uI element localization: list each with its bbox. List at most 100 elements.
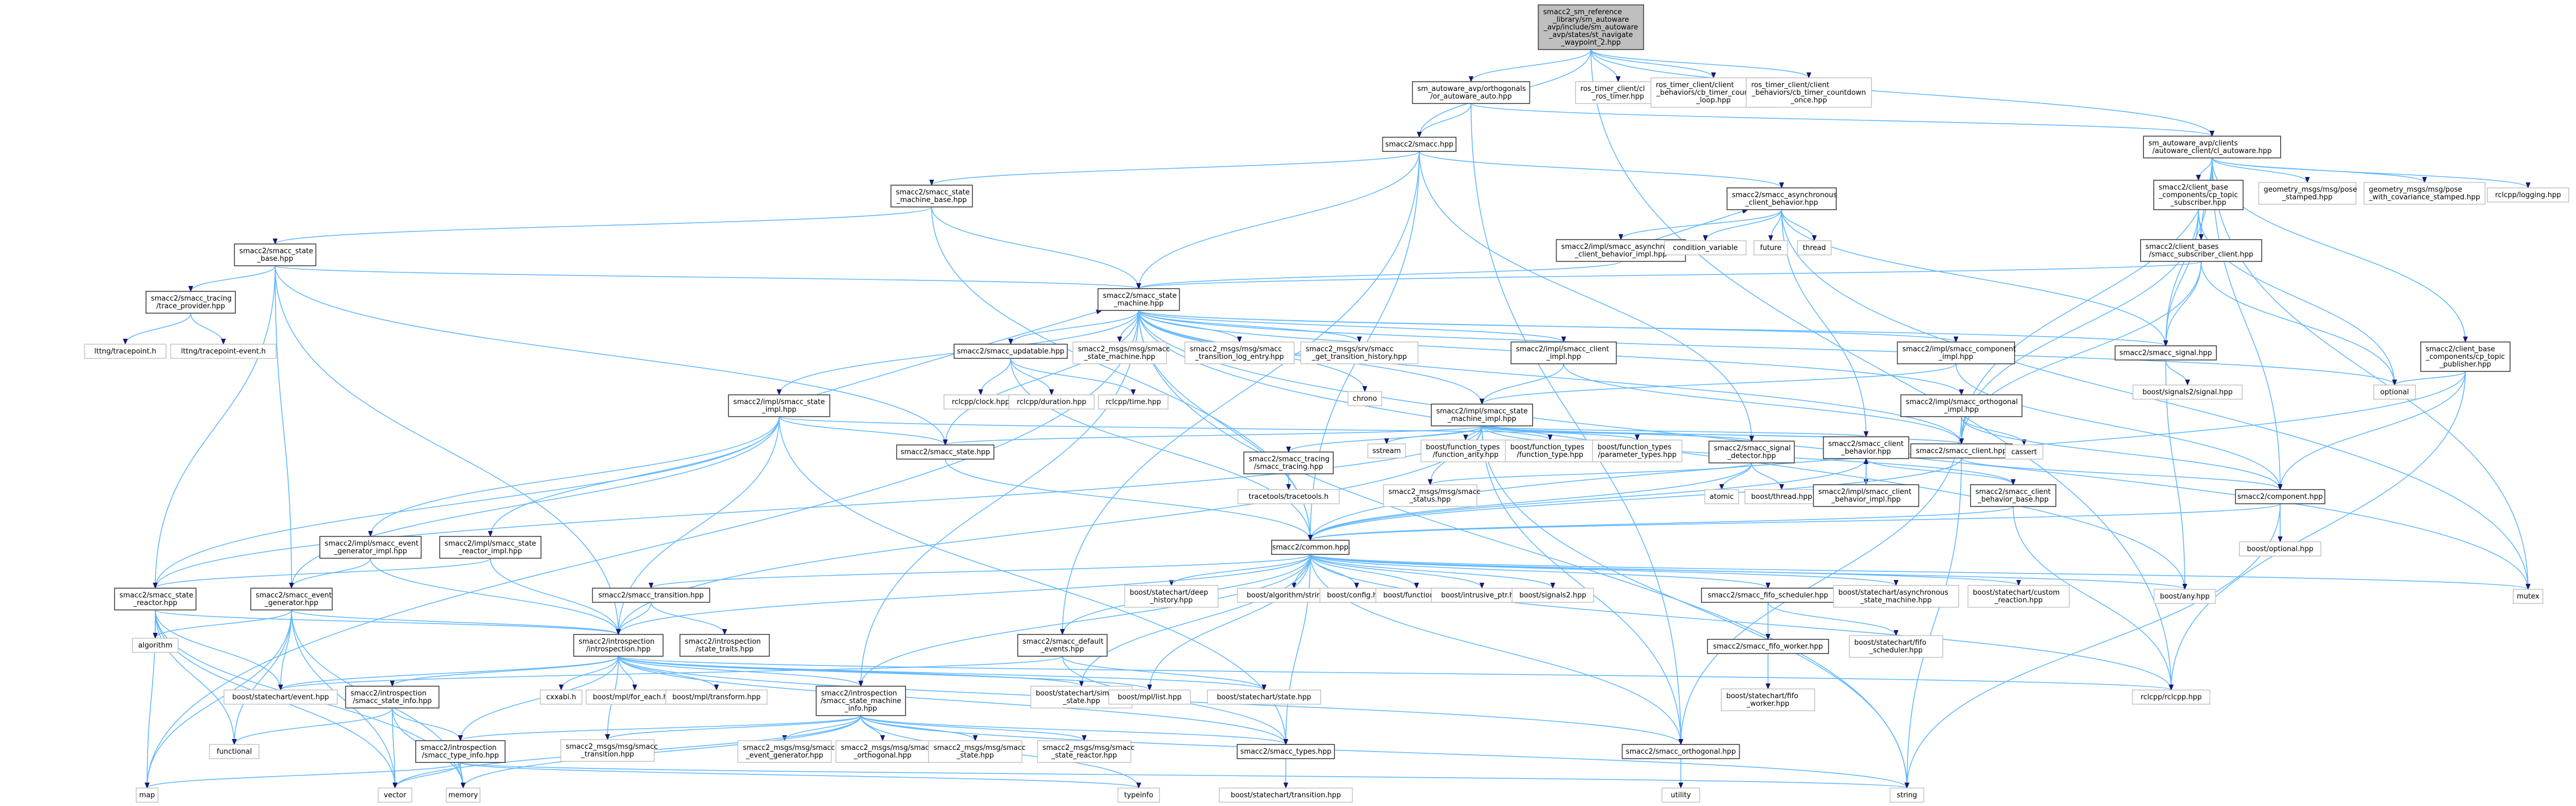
header-node[interactable]: ros_timer_client/client_behaviors/cb_tim… (1746, 77, 1872, 108)
header-node[interactable]: cassert (2004, 444, 2044, 460)
header-node[interactable]: smacc2_msgs/msg/smacc_event_generator.hp… (737, 740, 835, 763)
header-node[interactable]: boost/statechart/state.hpp (1207, 689, 1321, 705)
header-node[interactable]: thread (1797, 240, 1832, 255)
header-node[interactable]: algorithm (132, 638, 179, 653)
header-node[interactable]: optional (2373, 384, 2416, 400)
header-node[interactable]: smacc2_msgs/msg/smacc_state_reactor.hpp (1037, 740, 1134, 763)
header-node[interactable]: smacc2_msgs/msg/smacc_transition_log_ent… (1184, 341, 1295, 364)
header-node[interactable]: boost/signals2/signal.hpp (2133, 384, 2243, 400)
header-node[interactable]: smacc2/smacc_orthogonal.hpp (1621, 744, 1740, 759)
header-node[interactable]: smacc2/smacc_state_base.hpp (234, 243, 317, 266)
header-node[interactable]: geometry_msgs/msg/pose_stamped.hpp (2258, 182, 2357, 205)
header-node[interactable]: smacc2/smacc_state_machine_base.hpp (890, 185, 973, 207)
header-node[interactable]: smacc2/client_base_components/cp_topic_s… (2153, 180, 2244, 210)
header-node[interactable]: boost/statechart/fifo_worker.hpp (1721, 688, 1815, 711)
header-node[interactable]: sstream (1367, 443, 1406, 459)
header-node[interactable]: smacc2/impl/smacc_client_behavior_impl.h… (1813, 484, 1919, 507)
header-node[interactable]: mutex (2513, 589, 2543, 604)
header-node[interactable]: boost/mpl/list.hpp (1108, 689, 1191, 705)
header-node[interactable]: smacc2/smacc_types.hpp (1236, 744, 1335, 759)
header-node[interactable]: smacc2_msgs/msg/smacc_state.hpp (928, 740, 1025, 763)
header-node[interactable]: smacc2/impl/smacc_orthogonal_impl.hpp (1900, 394, 2023, 417)
header-node[interactable]: smacc2/smacc_updatable.hpp (953, 344, 1068, 359)
header-node[interactable]: smacc2/smacc_client_behavior_base.hpp (1970, 484, 2057, 507)
header-node[interactable]: future (1753, 240, 1788, 255)
header-node[interactable]: boost/any.hpp (2153, 589, 2216, 604)
header-node[interactable]: boost/statechart/custom_reaction.hpp (1967, 585, 2070, 608)
header-node[interactable]: smacc2/smacc_fifo_worker.hpp (1707, 639, 1830, 654)
header-node[interactable]: smacc2/impl/smacc_asynchronous_client_be… (1556, 239, 1686, 262)
header-node[interactable]: rclcpp/time.hpp (1098, 394, 1169, 410)
header-node[interactable]: boost/optional.hpp (2239, 541, 2322, 557)
header-node[interactable]: memory (446, 787, 481, 803)
header-node[interactable]: boost/statechart/transition.hpp (1219, 787, 1353, 803)
header-node[interactable]: smacc2_msgs/msg/smacc_transition.hpp (560, 739, 658, 762)
header-node[interactable]: condition_variable (1664, 240, 1747, 255)
header-node[interactable]: smacc2/impl/smacc_component_impl.hpp (1897, 341, 2016, 364)
header-node[interactable]: boost/signals2.hpp (1511, 588, 1594, 603)
header-node[interactable]: smacc2/smacc_client.hpp (1910, 443, 2013, 459)
header-node[interactable]: lttng/tracepoint-event.h (170, 344, 277, 359)
header-node[interactable]: sm_autoware_avp/clients/autoware_client/… (2143, 136, 2281, 158)
header-node[interactable]: smacc2/smacc_tracing/smacc_tracing.hpp (1243, 451, 1334, 474)
header-node[interactable]: boost/statechart/event.hpp (223, 689, 338, 705)
header-node[interactable]: smacc2/introspection/smacc_state_info.hp… (345, 686, 440, 709)
root-file-node[interactable]: smacc2_sm_reference_library/sm_autoware_… (1538, 4, 1644, 50)
header-node[interactable]: boost/mpl/transform.hpp (665, 689, 768, 705)
header-node[interactable]: chrono (1347, 391, 1382, 406)
header-node[interactable]: typeinfo (1117, 787, 1160, 803)
header-node[interactable]: smacc2/introspection/state_traits.hpp (679, 634, 770, 657)
header-node[interactable]: smacc2/smacc_state.hpp (896, 444, 995, 460)
header-node[interactable]: string (1890, 787, 1924, 803)
header-node[interactable]: smacc2/smacc.hpp (1382, 137, 1457, 152)
header-node[interactable]: smacc2_msgs/msg/smacc_orthogonal.hpp (835, 740, 933, 763)
header-node[interactable]: smacc2/smacc_signal_detector.hpp (1708, 441, 1795, 463)
header-node[interactable]: atomic (1704, 489, 1739, 504)
header-node[interactable]: smacc2/introspection/smacc_state_machine… (816, 686, 906, 716)
header-node[interactable]: smacc2/smacc_tracing/trace_provider.hpp (145, 291, 236, 314)
header-node[interactable]: boost/function_types/function_type.hpp (1505, 439, 1595, 462)
header-node[interactable]: smacc2/impl/smacc_client_impl.hpp (1510, 341, 1617, 364)
header-node[interactable]: functional (209, 744, 260, 759)
header-node[interactable]: smacc2/impl/smacc_event_generator_impl.h… (319, 536, 422, 559)
header-node[interactable]: smacc2/smacc_default_events.hpp (1017, 634, 1108, 657)
header-node[interactable]: utility (1661, 787, 1700, 803)
header-node[interactable]: smacc2_msgs/msg/smacc_status.hpp (1383, 484, 1480, 507)
header-node[interactable]: vector (378, 787, 412, 803)
header-node[interactable]: rclcpp/logging.hpp (2487, 187, 2569, 203)
header-node[interactable]: smacc2/component.hpp (2235, 489, 2325, 504)
header-node[interactable]: smacc2/introspection/smacc_type_info.hpp (415, 740, 506, 763)
header-node[interactable]: boost/statechart/deep_history.hpp (1124, 585, 1219, 608)
header-node[interactable]: smacc2/impl/smacc_state_reactor_impl.hpp (439, 536, 542, 559)
header-node[interactable]: smacc2/smacc_state_machine.hpp (1097, 288, 1180, 311)
header-node[interactable]: smacc2/introspection/introspection.hpp (573, 634, 664, 657)
header-node[interactable]: smacc2/common.hpp (1271, 540, 1350, 555)
header-node[interactable]: smacc2/smacc_client_behavior.hpp (1822, 436, 1910, 459)
header-node[interactable]: smacc2/smacc_asynchronous_client_behavio… (1726, 187, 1837, 210)
header-node[interactable]: map (136, 787, 159, 803)
header-node[interactable]: geometry_msgs/msg/pose_with_covariance_s… (2364, 182, 2486, 205)
header-node[interactable]: boost/function_types/parameter_types.hpp (1592, 439, 1682, 462)
header-node[interactable]: sm_autoware_avp/orthogonals/or_autoware_… (1412, 81, 1530, 104)
header-node[interactable]: rclcpp/rclcpp.hpp (2132, 689, 2210, 705)
header-node[interactable]: smacc2/smacc_event_generator.hpp (250, 588, 333, 610)
header-node[interactable]: smacc2/smacc_fifo_scheduler.hpp (1701, 588, 1835, 603)
header-node[interactable]: boost/statechart/asynchronous_state_mach… (1833, 585, 1959, 608)
header-node[interactable]: smacc2/client_base_components/cp_topic_p… (2420, 341, 2511, 372)
header-node[interactable]: smacc2/smacc_transition.hpp (592, 588, 710, 603)
header-node[interactable]: smacc2/smacc_state_reactor.hpp (114, 588, 197, 610)
header-node[interactable]: smacc2/smacc_signal.hpp (2115, 345, 2217, 361)
header-node[interactable]: ros_timer_client/cl_ros_timer.hpp (1575, 81, 1662, 104)
header-node[interactable]: cxxabi.h (540, 689, 582, 705)
header-node[interactable]: smacc2/impl/smacc_state_machine_impl.hpp (1431, 404, 1533, 426)
header-node[interactable]: smacc2/client_bases/smacc_subscriber_cli… (2140, 239, 2263, 262)
header-node[interactable]: boost/thread.hpp (1744, 489, 1819, 504)
header-node[interactable]: rclcpp/clock.hpp (943, 394, 1018, 410)
header-node[interactable]: tracetools/tracetools.h (1237, 489, 1340, 504)
header-node[interactable]: boost/function_types/function_arity.hpp (1420, 439, 1511, 462)
header-node[interactable]: smacc2_msgs/msg/smacc_state_machine.hpp (1072, 341, 1170, 364)
header-node[interactable]: lttng/tracepoint.h (84, 344, 167, 359)
header-node[interactable]: smacc2/impl/smacc_state_impl.hpp (728, 394, 830, 417)
header-node[interactable]: smacc2_msgs/srv/smacc_get_transition_his… (1300, 341, 1419, 364)
header-node[interactable]: boost/statechart/fifo_scheduler.hpp (1849, 635, 1943, 658)
